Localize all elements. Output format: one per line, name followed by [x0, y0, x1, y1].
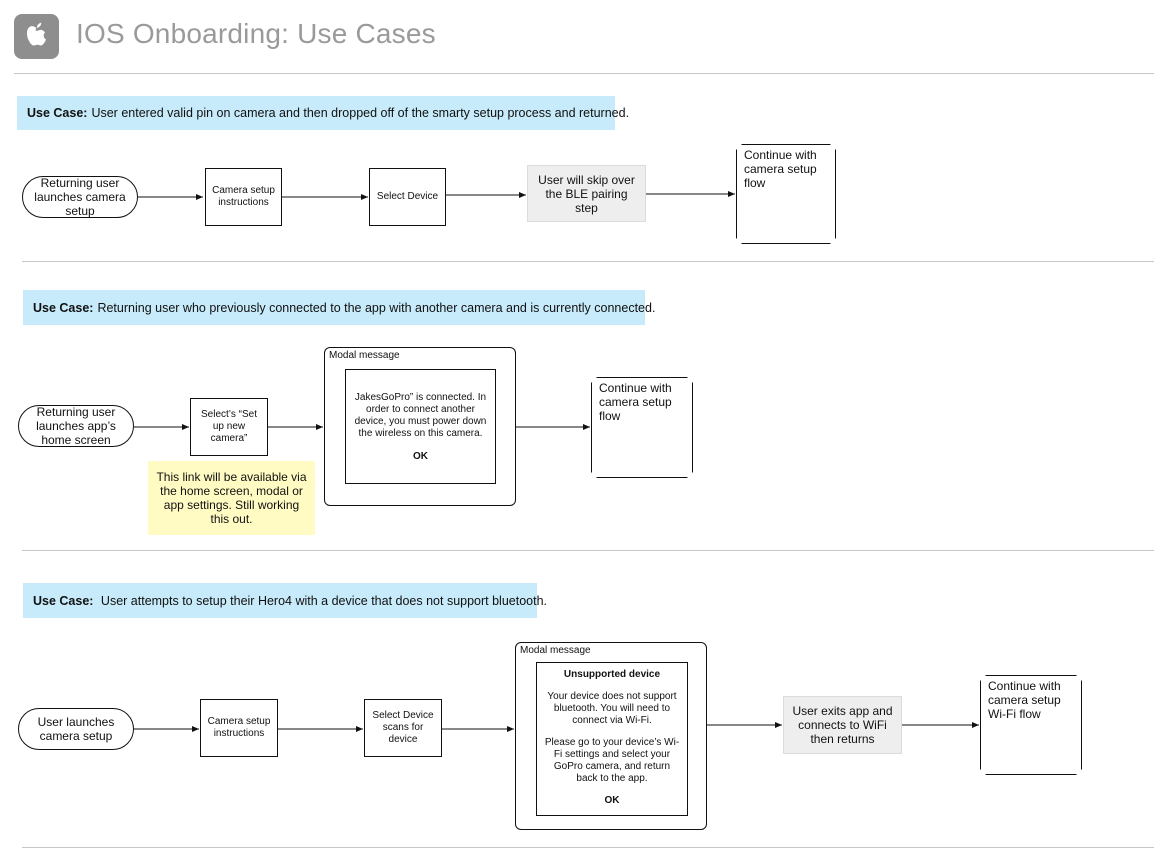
uc2-start-label: Returning user launches app’s home scree… — [36, 405, 116, 447]
uc3-modal-title: Unsupported device — [563, 669, 661, 680]
uc3-step3-label: User exits app and connects to WiFi then… — [792, 704, 893, 746]
uc2-sticky-note: This link will be available via the home… — [148, 461, 315, 535]
uc2-banner-text: Returning user who previously connected … — [97, 300, 656, 315]
uc2-note-text: This link will be available via the home… — [156, 470, 307, 526]
uc3-step2-label: Select Device scans for device — [372, 710, 434, 745]
uc1-skip-ble-note: User will skip over the BLE pairing step — [527, 165, 646, 222]
uc1-step1-label: Camera setup instructions — [212, 185, 275, 208]
uc3-divider — [22, 847, 1154, 848]
uc3-wifi-note: User exits app and connects to WiFi then… — [783, 696, 902, 754]
uc1-start-label: Returning user launches camera setup — [34, 176, 126, 218]
uc1-continue-node: Continue with camera setup flow — [736, 144, 836, 244]
uc1-start-node: Returning user launches camera setup — [22, 176, 138, 218]
uc1-step3-label: User will skip over the BLE pairing step — [538, 172, 635, 215]
uc2-modal-ok-button[interactable]: OK — [413, 451, 428, 462]
uc2-step1-label: Select’s “Set up new camera” — [201, 409, 257, 444]
uc2-divider — [22, 550, 1154, 551]
uc1-banner: Use Case: User entered valid pin on came… — [17, 96, 629, 130]
uc2-end-label: Continue with camera setup flow — [599, 381, 672, 423]
uc2-banner: Use Case: Returning user who previously … — [23, 290, 655, 325]
uc3-end-label: Continue with camera setup Wi-Fi flow — [988, 679, 1061, 721]
uc2-modal-frame: Modal message JakesGoPro” is connected. … — [324, 347, 516, 506]
uc2-setup-new-camera-box: Select’s “Set up new camera” — [190, 398, 268, 456]
uc3-start-label: User launches camera setup — [37, 715, 115, 743]
page-title: IOS Onboarding: Use Cases — [76, 18, 436, 49]
uc1-select-device-box: Select Device — [369, 168, 446, 226]
uc2-modal-dialog: JakesGoPro” is connected. In order to co… — [345, 369, 496, 484]
uc3-step1-label: Camera setup instructions — [207, 716, 271, 739]
apple-logo-icon — [14, 14, 59, 59]
uc3-modal-ok-button[interactable]: OK — [604, 795, 620, 806]
uc2-start-node: Returning user launches app’s home scree… — [18, 405, 134, 447]
uc3-camera-instructions-box: Camera setup instructions — [200, 699, 278, 757]
uc1-camera-instructions-box: Camera setup instructions — [205, 168, 282, 226]
uc2-continue-node: Continue with camera setup flow — [591, 377, 693, 478]
uc3-select-device-box: Select Device scans for device — [364, 699, 442, 757]
uc3-modal-frame: Modal message Unsupported device Your de… — [515, 642, 707, 830]
uc3-banner-label: Use Case: — [33, 593, 94, 608]
uc2-banner-label: Use Case: — [33, 300, 94, 315]
uc1-banner-text: User entered valid pin on camera and the… — [91, 106, 630, 120]
uc3-modal-dialog: Unsupported device Your device does not … — [536, 662, 688, 816]
uc1-divider — [22, 261, 1154, 262]
uc3-banner: Use Case: User attempts to setup their H… — [23, 583, 547, 618]
header-divider — [14, 73, 1154, 74]
uc3-continue-node: Continue with camera setup Wi-Fi flow — [980, 675, 1082, 775]
uc1-banner-label: Use Case: — [27, 106, 88, 120]
uc3-modal-paragraph-1: Your device does not support bluetooth. … — [547, 691, 677, 726]
uc1-end-label: Continue with camera setup flow — [744, 148, 817, 190]
uc3-modal-paragraph-2: Please go to your device’s Wi-Fi setting… — [544, 737, 680, 784]
uc3-modal-frame-label: Modal message — [520, 645, 591, 656]
uc3-banner-text: User attempts to setup their Hero4 with … — [97, 593, 548, 608]
uc3-start-node: User launches camera setup — [18, 708, 134, 750]
uc2-modal-text: JakesGoPro” is connected. In order to co… — [354, 392, 487, 439]
uc2-modal-frame-label: Modal message — [329, 350, 400, 361]
uc1-step2-label: Select Device — [376, 191, 439, 202]
